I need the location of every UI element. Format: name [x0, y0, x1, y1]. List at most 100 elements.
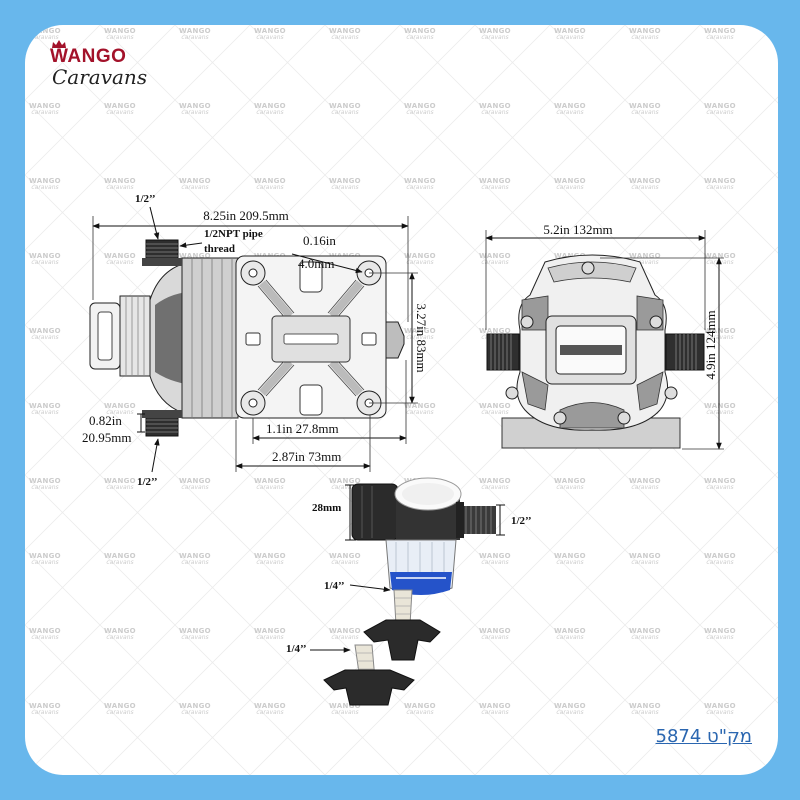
watermark-line1: WANGO: [329, 102, 361, 110]
screw-icon: [664, 386, 678, 400]
watermark-line2: caravans: [106, 409, 134, 416]
spacing-label: 1.1in 27.8mm: [266, 421, 339, 436]
watermark-line2: caravans: [331, 484, 359, 491]
watermark-line2: caravans: [331, 184, 359, 191]
watermark-line1: WANGO: [479, 552, 511, 560]
watermark-line2: caravans: [631, 709, 659, 716]
watermark-line1: WANGO: [629, 252, 661, 260]
watermark-line2: caravans: [181, 184, 209, 191]
pump-lower-boss-right: [636, 371, 664, 411]
watermark-line1: WANGO: [29, 252, 61, 260]
watermark-line2: caravans: [481, 409, 509, 416]
watermark-line1: WANGO: [554, 477, 586, 485]
watermark-line2: caravans: [181, 559, 209, 566]
mount-plate-struts: [258, 280, 364, 396]
watermark-line2: caravans: [406, 259, 434, 266]
mount-hole: [248, 398, 258, 408]
offset-label-mm: 20.95mm: [82, 430, 131, 445]
watermark-line2: caravans: [481, 484, 509, 491]
watermark-line1: WANGO: [404, 102, 436, 110]
watermark-line2: caravans: [106, 709, 134, 716]
watermark-line1: WANGO: [629, 177, 661, 185]
watermark-line1: WANGO: [104, 702, 136, 710]
front-view-dimensions: 5.2in 132mm 4.9in 124mm: [485, 222, 724, 450]
mount-slot-top: [299, 261, 323, 293]
sku-text: מק"ט 5874: [655, 726, 752, 747]
adapter-upper-leader: [349, 584, 391, 592]
watermark-line2: caravans: [31, 559, 59, 566]
pump-flange: [181, 257, 239, 419]
watermark-line2: caravans: [406, 184, 434, 191]
watermark-line2: caravans: [706, 559, 734, 566]
watermark-line2: caravans: [331, 109, 359, 116]
mount-slot-bottom: [299, 384, 323, 416]
watermark-line2: caravans: [106, 184, 134, 191]
thread-label-line1: 1/2NPT pipe: [204, 228, 263, 240]
offset-dimension-line: [137, 413, 145, 433]
watermark-line2: caravans: [106, 34, 134, 41]
watermark-line2: caravans: [631, 484, 659, 491]
watermark-line1: WANGO: [329, 477, 361, 485]
watermark-line2: caravans: [181, 484, 209, 491]
watermark-line1: WANGO: [29, 402, 61, 410]
watermark-line1: WANGO: [179, 477, 211, 485]
watermark-line1: WANGO: [629, 702, 661, 710]
watermark-line2: caravans: [706, 34, 734, 41]
watermark-line1: WANGO: [179, 627, 211, 635]
watermark-line1: WANGO: [29, 552, 61, 560]
watermark-line1: WANGO: [404, 27, 436, 35]
watermark-line1: WANGO: [254, 702, 286, 710]
mount-slot-right: [361, 332, 377, 346]
watermark-line1: WANGO: [179, 552, 211, 560]
watermark-line2: caravans: [181, 34, 209, 41]
watermark-line2: caravans: [31, 334, 59, 341]
mount-hole: [248, 268, 258, 278]
watermark-line2: caravans: [481, 634, 509, 641]
watermark-line2: caravans: [631, 184, 659, 191]
adapter-lower-wing-nut: [323, 669, 415, 706]
front-center-bar: [560, 345, 622, 355]
watermark-line2: caravans: [481, 184, 509, 191]
watermark-line2: caravans: [106, 559, 134, 566]
watermark-line2: caravans: [181, 109, 209, 116]
watermark-line1: WANGO: [479, 702, 511, 710]
watermark-line1: WANGO: [29, 102, 61, 110]
watermark-line1: WANGO: [704, 27, 736, 35]
side-view-drawing: [89, 239, 405, 437]
watermark-line2: caravans: [31, 409, 59, 416]
watermark-line2: caravans: [481, 709, 509, 716]
front-thread-left: [490, 334, 512, 370]
mount-plate-strut-edges: [257, 279, 365, 397]
mount-slot-left: [245, 332, 261, 346]
watermark-line1: WANGO: [479, 402, 511, 410]
inlet-thread-top: [146, 243, 178, 257]
watermark-line2: caravans: [631, 259, 659, 266]
watermark-line1: WANGO: [404, 702, 436, 710]
